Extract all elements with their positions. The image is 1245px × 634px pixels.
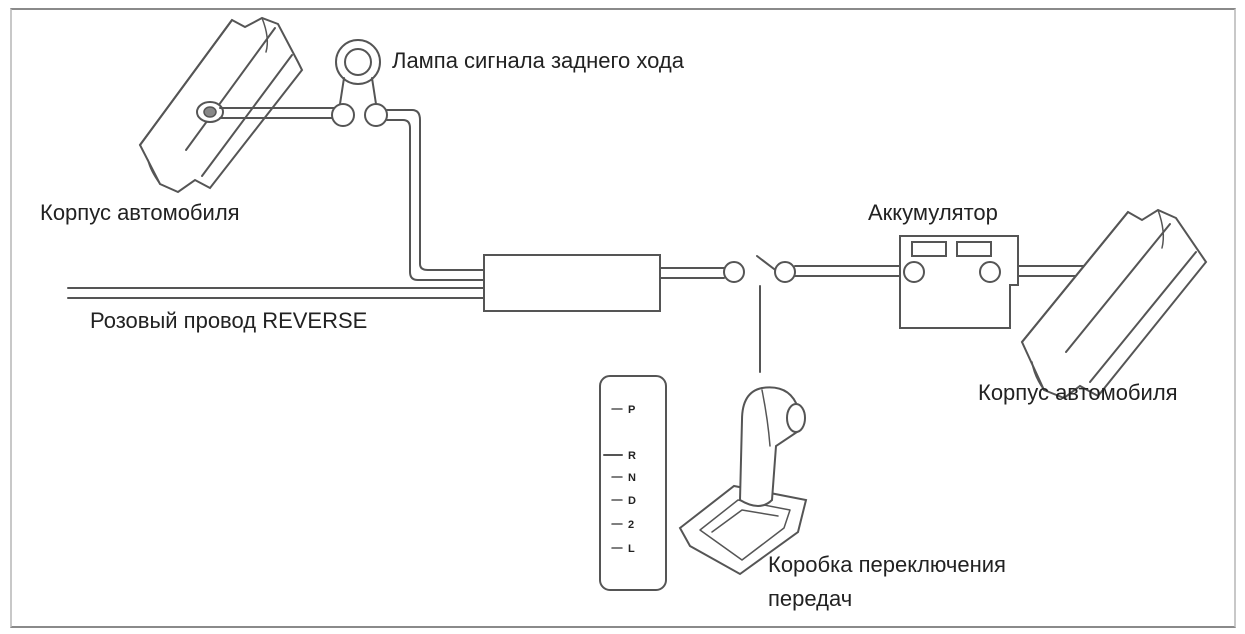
pink-reverse-wire bbox=[67, 287, 485, 299]
pink-wire-label: Розовый провод REVERSE bbox=[90, 308, 367, 333]
gear-position-r: R bbox=[628, 450, 636, 462]
switch-wire-in bbox=[659, 267, 725, 279]
gearbox-label-line1: Коробка переключения bbox=[768, 552, 1006, 577]
ground-terminal-left bbox=[196, 101, 224, 123]
battery-label: Аккумулятор bbox=[868, 200, 998, 225]
gear-position-d: D bbox=[628, 495, 636, 507]
reverse-lamp-label: Лампа сигнала заднего хода bbox=[392, 48, 685, 73]
gear-position-n: N bbox=[628, 472, 636, 484]
vehicle-body-right bbox=[1020, 208, 1208, 400]
vehicle-body-left-label: Корпус автомобиля bbox=[40, 200, 240, 225]
gearbox-label-line2: передач bbox=[768, 586, 852, 611]
vehicle-body-left bbox=[138, 16, 304, 194]
lamp-wire bbox=[386, 109, 485, 281]
reverse-lamp bbox=[331, 39, 388, 127]
gear-position-p: P bbox=[628, 404, 635, 416]
gear-indicator-panel: P R N D 2 L bbox=[599, 375, 667, 591]
relay-module bbox=[483, 254, 661, 312]
reverse-switch bbox=[723, 255, 796, 373]
gear-position-2: 2 bbox=[628, 519, 634, 531]
vehicle-body-right-label: Корпус автомобиля bbox=[978, 380, 1178, 405]
ground-wire-left bbox=[219, 107, 335, 119]
battery bbox=[899, 235, 1019, 329]
diagram-frame bbox=[10, 8, 1236, 628]
gear-position-l: L bbox=[628, 543, 635, 555]
gear-shift-lever bbox=[678, 386, 808, 576]
